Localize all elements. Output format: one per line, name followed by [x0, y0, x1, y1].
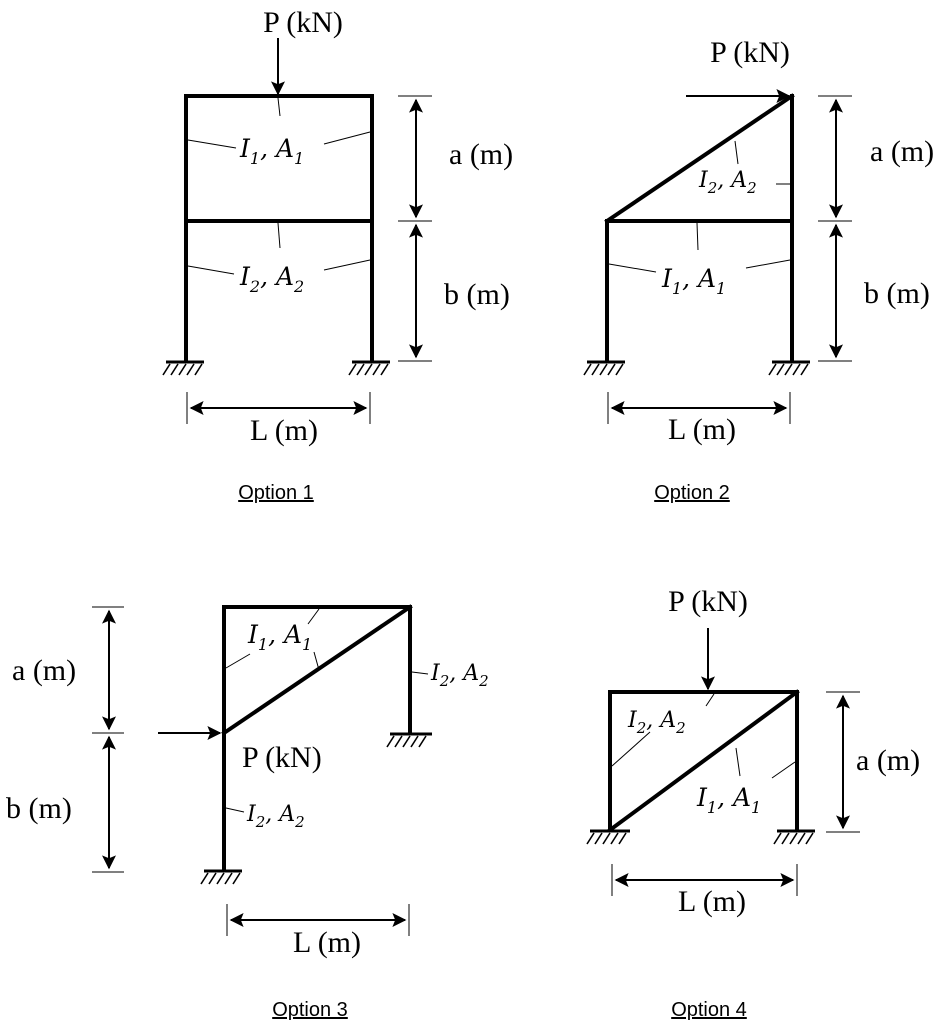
fixed-support-left [200, 869, 242, 885]
svg-text:I1, A1: I1, A1 [696, 783, 761, 817]
dimension-b-label: b (m) [6, 792, 72, 825]
svg-text:I1, A1: I1, A1 [247, 620, 312, 654]
option-caption: Option 1 [238, 482, 314, 504]
fixed-support-right [773, 829, 815, 845]
section-label-right: I2, A2 [411, 661, 489, 690]
section-label-diagonal: I1, A1 [696, 747, 796, 817]
section-label-lower: I2, A2 [187, 222, 371, 296]
dimension-L-label: L (m) [678, 885, 746, 918]
svg-text:I2, A2: I2, A2 [430, 661, 489, 690]
section-label-upper: I2, A2 [698, 140, 790, 197]
option-1: P (kN) I1, A1 [162, 6, 513, 504]
svg-text:I1, A1: I1, A1 [239, 134, 304, 168]
option-caption: Option 2 [654, 482, 730, 504]
diagonal-member [221, 604, 413, 736]
diagonal-member [607, 689, 800, 833]
load-label: P (kN) [710, 36, 790, 69]
option-3: P (kN) I1, A1 I2, A2 [6, 604, 489, 1021]
dimension-L-label: L (m) [293, 926, 361, 959]
section-label-left: I2, A2 [225, 802, 305, 831]
fixed-support-right [386, 732, 432, 748]
section-label-upper: I1, A1 [187, 97, 371, 168]
option-caption: Option 3 [272, 999, 348, 1021]
fixed-support-left [586, 829, 630, 845]
section-label-lower: I1, A1 [608, 222, 791, 298]
dimension-b-label: b (m) [864, 277, 930, 310]
dimension-a-label: a (m) [12, 654, 76, 687]
dimension-a-label: a (m) [870, 135, 934, 168]
load-label: P (kN) [263, 6, 343, 39]
dimension-L-label: L (m) [250, 414, 318, 447]
svg-text:I2, A2: I2, A2 [627, 708, 686, 737]
svg-text:I2, A2: I2, A2 [698, 168, 757, 197]
dimension-L-label: L (m) [668, 413, 736, 446]
svg-text:I2, A2: I2, A2 [239, 262, 304, 296]
option-caption: Option 4 [671, 999, 747, 1021]
load-label: P (kN) [242, 741, 322, 774]
svg-text:I2, A2: I2, A2 [246, 802, 305, 831]
dimension-a-label: a (m) [856, 744, 920, 777]
dimension-b-label: b (m) [444, 278, 510, 311]
fixed-support-left [162, 360, 204, 376]
dimension-a-label: a (m) [449, 138, 513, 171]
svg-text:I1, A1: I1, A1 [661, 264, 726, 298]
option-4: P (kN) I2, A2 I1 [586, 585, 920, 1021]
diagonal-member [604, 93, 795, 224]
fixed-support-right [768, 360, 810, 376]
load-label: P (kN) [668, 585, 748, 618]
section-label-top: I1, A1 [225, 608, 320, 671]
section-label-top: I2, A2 [611, 693, 715, 767]
fixed-support-right [348, 360, 390, 376]
option-2: P (kN) I2, A2 [583, 36, 934, 504]
fixed-support-left [583, 360, 625, 376]
